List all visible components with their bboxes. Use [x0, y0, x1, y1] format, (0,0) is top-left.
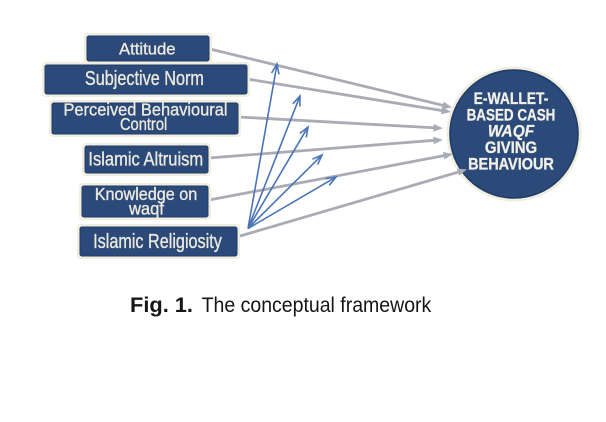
svg-text:Subjective Norm: Subjective Norm: [85, 68, 204, 90]
svg-text:Islamic Religiosity: Islamic Religiosity: [93, 231, 222, 253]
svg-text:GIVING: GIVING: [485, 138, 537, 157]
svg-text:Fig. 1.: Fig. 1.: [130, 293, 193, 317]
svg-text:BEHAVIOUR: BEHAVIOUR: [468, 154, 554, 173]
svg-text:waqf: waqf: [128, 198, 164, 218]
svg-text:Control: Control: [120, 114, 167, 134]
svg-text:Attitude: Attitude: [119, 40, 176, 58]
svg-text:Knowledge on: Knowledge on: [95, 184, 198, 204]
svg-text:BASED CASH: BASED CASH: [467, 105, 556, 124]
svg-text:The conceptual framework: The conceptual framework: [202, 293, 432, 317]
svg-text:Perceived Behavioural: Perceived Behavioural: [64, 100, 228, 120]
svg-text:WAQF: WAQF: [488, 122, 535, 141]
svg-text:E-WALLET-: E-WALLET-: [474, 89, 549, 108]
svg-text:Islamic Altruism: Islamic Altruism: [88, 148, 203, 170]
